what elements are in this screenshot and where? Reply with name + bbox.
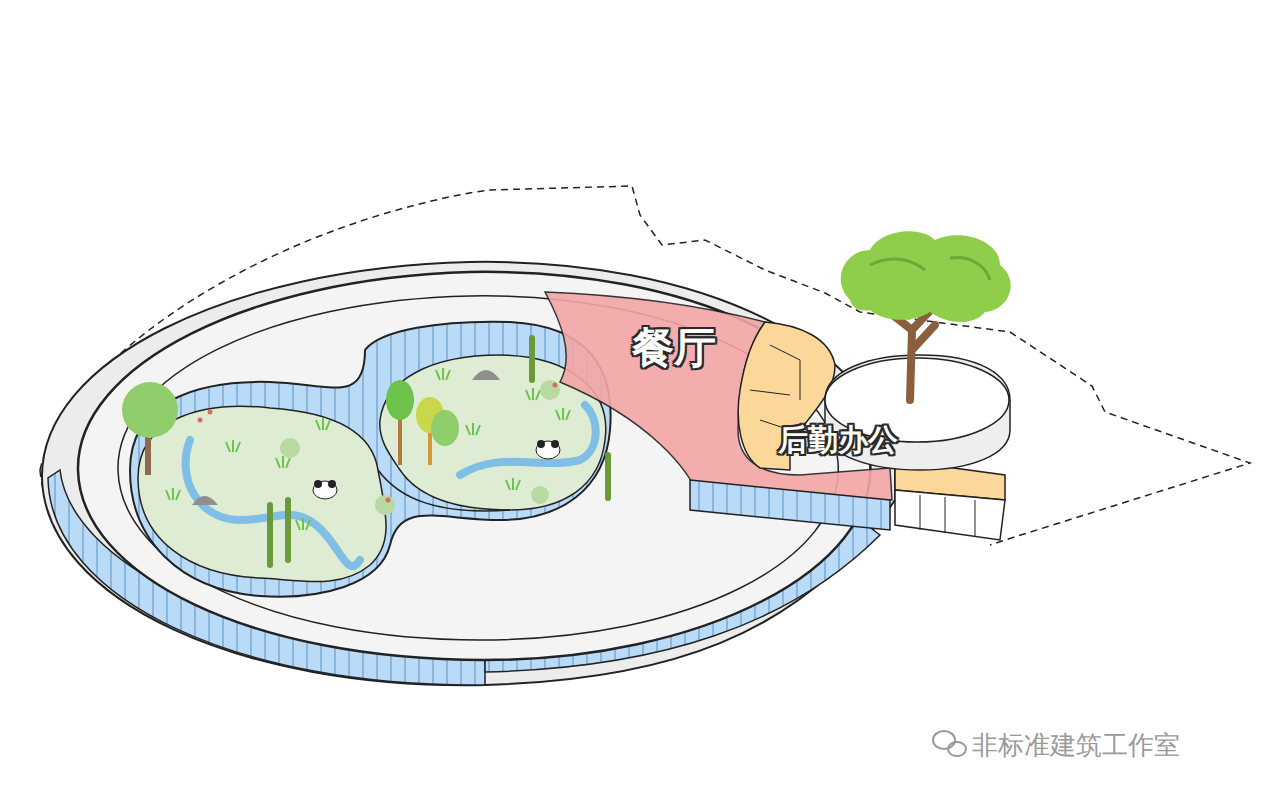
zone-label: 后勤办公 bbox=[778, 420, 898, 461]
restaurant-zone: 餐厅 bbox=[632, 320, 716, 376]
watermark: 非标准建筑工作室 bbox=[972, 728, 1180, 763]
zone-label: 餐厅 bbox=[632, 320, 716, 376]
office-zone: 后勤办公 bbox=[778, 420, 898, 461]
